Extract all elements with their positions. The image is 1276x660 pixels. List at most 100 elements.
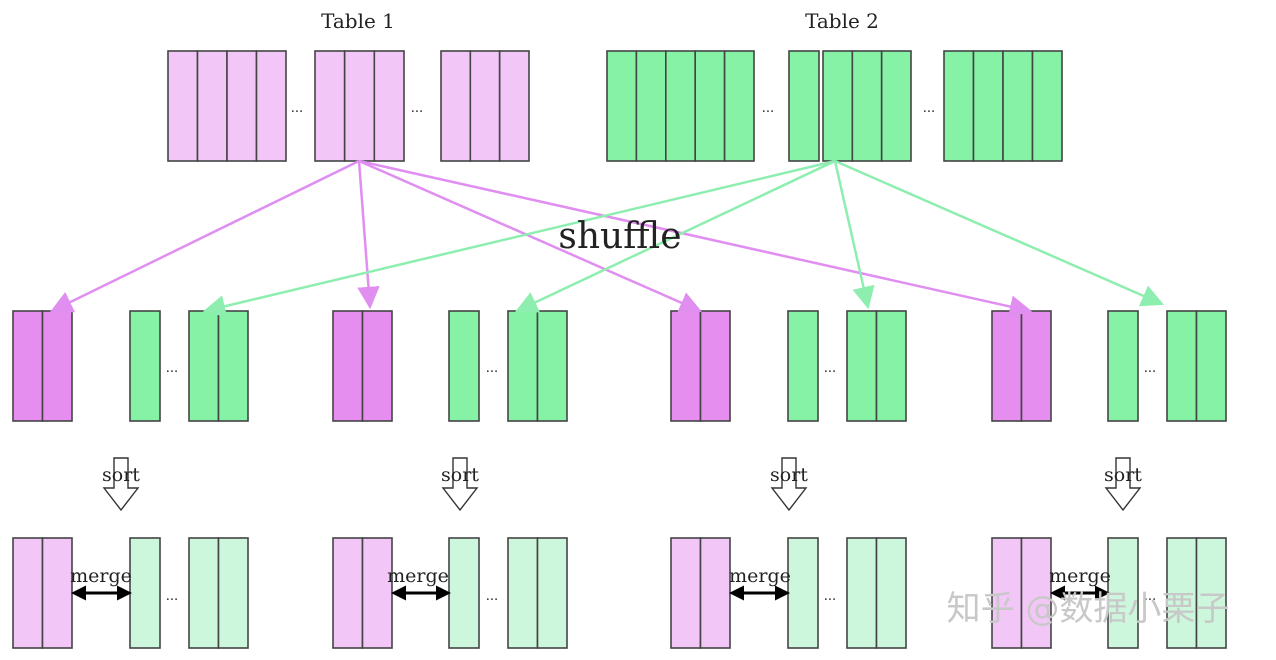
block-cell [12, 310, 44, 422]
block-cell [1107, 310, 1139, 422]
sort-layer: sort sort sort sort [102, 457, 1142, 512]
block-cell [851, 50, 883, 162]
block-cell [373, 50, 405, 162]
block-cell [694, 50, 726, 162]
sorted-4-table1-block [991, 537, 1052, 649]
ellipsis-text: ... [1144, 589, 1156, 604]
partition-3-table2-block [846, 310, 907, 422]
sorted-4-table2-block [1166, 537, 1227, 649]
partition-1-table1-block [12, 310, 73, 422]
block-cell [1195, 537, 1227, 649]
sorted-4-table2-small-block [1107, 537, 1139, 649]
sort-arrow: sort [102, 457, 140, 512]
hollow-down-arrow-icon [102, 457, 140, 512]
block-cell [1031, 50, 1063, 162]
sorted-2-table2-block [507, 537, 568, 649]
ellipsis-text: ... [762, 101, 774, 116]
partition-2-table2-block [507, 310, 568, 422]
hollow-down-arrow-icon [770, 457, 808, 512]
block-cell [448, 537, 480, 649]
green-shuffle-arrow [833, 160, 875, 310]
table1-title: Table 1 [321, 9, 395, 33]
block-cell [507, 537, 539, 649]
block-cell [699, 310, 731, 422]
merge-arrow: merge [1049, 565, 1111, 601]
ellipsis-text: ... [166, 589, 178, 604]
block-cell [498, 50, 530, 162]
block-cell [440, 50, 472, 162]
block-cell [670, 310, 702, 422]
ellipsis-text: ... [486, 361, 498, 376]
hollow-down-arrow-icon [1104, 457, 1142, 512]
block-cell [1107, 537, 1139, 649]
sorted-2-table1-block [332, 537, 393, 649]
block-cell [332, 310, 364, 422]
block-cell [226, 50, 258, 162]
block-cell [41, 537, 73, 649]
block-cell [972, 50, 1004, 162]
block-cell [880, 50, 912, 162]
block-cell [469, 50, 501, 162]
table2-block-3 [822, 50, 912, 162]
block-cell [788, 50, 820, 162]
merge-arrow: merge [70, 565, 132, 601]
sort-arrow: sort [770, 457, 808, 512]
merge-arrow: merge [387, 565, 451, 601]
block-cell [448, 310, 480, 422]
block-cell [332, 537, 364, 649]
block-cell [255, 50, 287, 162]
sorted-1-table1-block [12, 537, 73, 649]
green-shuffle-arrow [834, 159, 1165, 307]
ellipsis-text: ... [1144, 361, 1156, 376]
ellipsis-text: ... [291, 101, 303, 116]
block-cell [1020, 537, 1052, 649]
sort-label: sort [441, 464, 479, 486]
block-cell [314, 50, 346, 162]
partition-2-table1-block [332, 310, 393, 422]
block-cell [846, 537, 878, 649]
block-cell [188, 310, 220, 422]
merge-arrow: merge [729, 565, 791, 601]
green-shuffle-arrow [514, 159, 836, 313]
partition-4-table2-small-block [1107, 310, 1139, 422]
partition-4-table1-block [991, 310, 1052, 422]
pink-shuffle-arrow [49, 159, 360, 313]
block-cell [217, 537, 249, 649]
table2-title: Table 2 [805, 9, 879, 33]
block-cell [664, 50, 696, 162]
block-cell [1020, 310, 1052, 422]
pink-shuffle-arrow [357, 160, 380, 310]
block-cell [507, 310, 539, 422]
pink-shuffle-arrow [358, 159, 1033, 318]
sorted-3-table1-block [670, 537, 731, 649]
block-cell [167, 50, 199, 162]
sort-arrow: sort [1104, 457, 1142, 512]
sort-arrow: sort [441, 457, 479, 512]
block-cell [670, 537, 702, 649]
sort-label: sort [1104, 464, 1142, 486]
sorted-1-table2-small-block [129, 537, 161, 649]
block-cell [129, 310, 161, 422]
block-cell [196, 50, 228, 162]
sorted-2-table2-small-block [448, 537, 480, 649]
sorted-1-table2-block [188, 537, 249, 649]
block-cell [606, 50, 638, 162]
block-cell [875, 537, 907, 649]
block-cell [361, 537, 393, 649]
block-cell [699, 537, 731, 649]
block-cell [41, 310, 73, 422]
block-cell [129, 537, 161, 649]
block-cell [787, 310, 819, 422]
ellipsis-layer: .................................... [166, 101, 1156, 604]
ellipsis-text: ... [824, 589, 836, 604]
ellipsis-text: ... [166, 361, 178, 376]
merge-label: merge [70, 565, 132, 587]
block-cell [991, 310, 1023, 422]
hollow-down-arrow-icon [441, 457, 479, 512]
block-cell [822, 50, 854, 162]
block-cell [217, 310, 249, 422]
partition-1-table2-small-block [129, 310, 161, 422]
partition-3-table2-small-block [787, 310, 819, 422]
shuffle-label: shuffle [558, 216, 681, 257]
